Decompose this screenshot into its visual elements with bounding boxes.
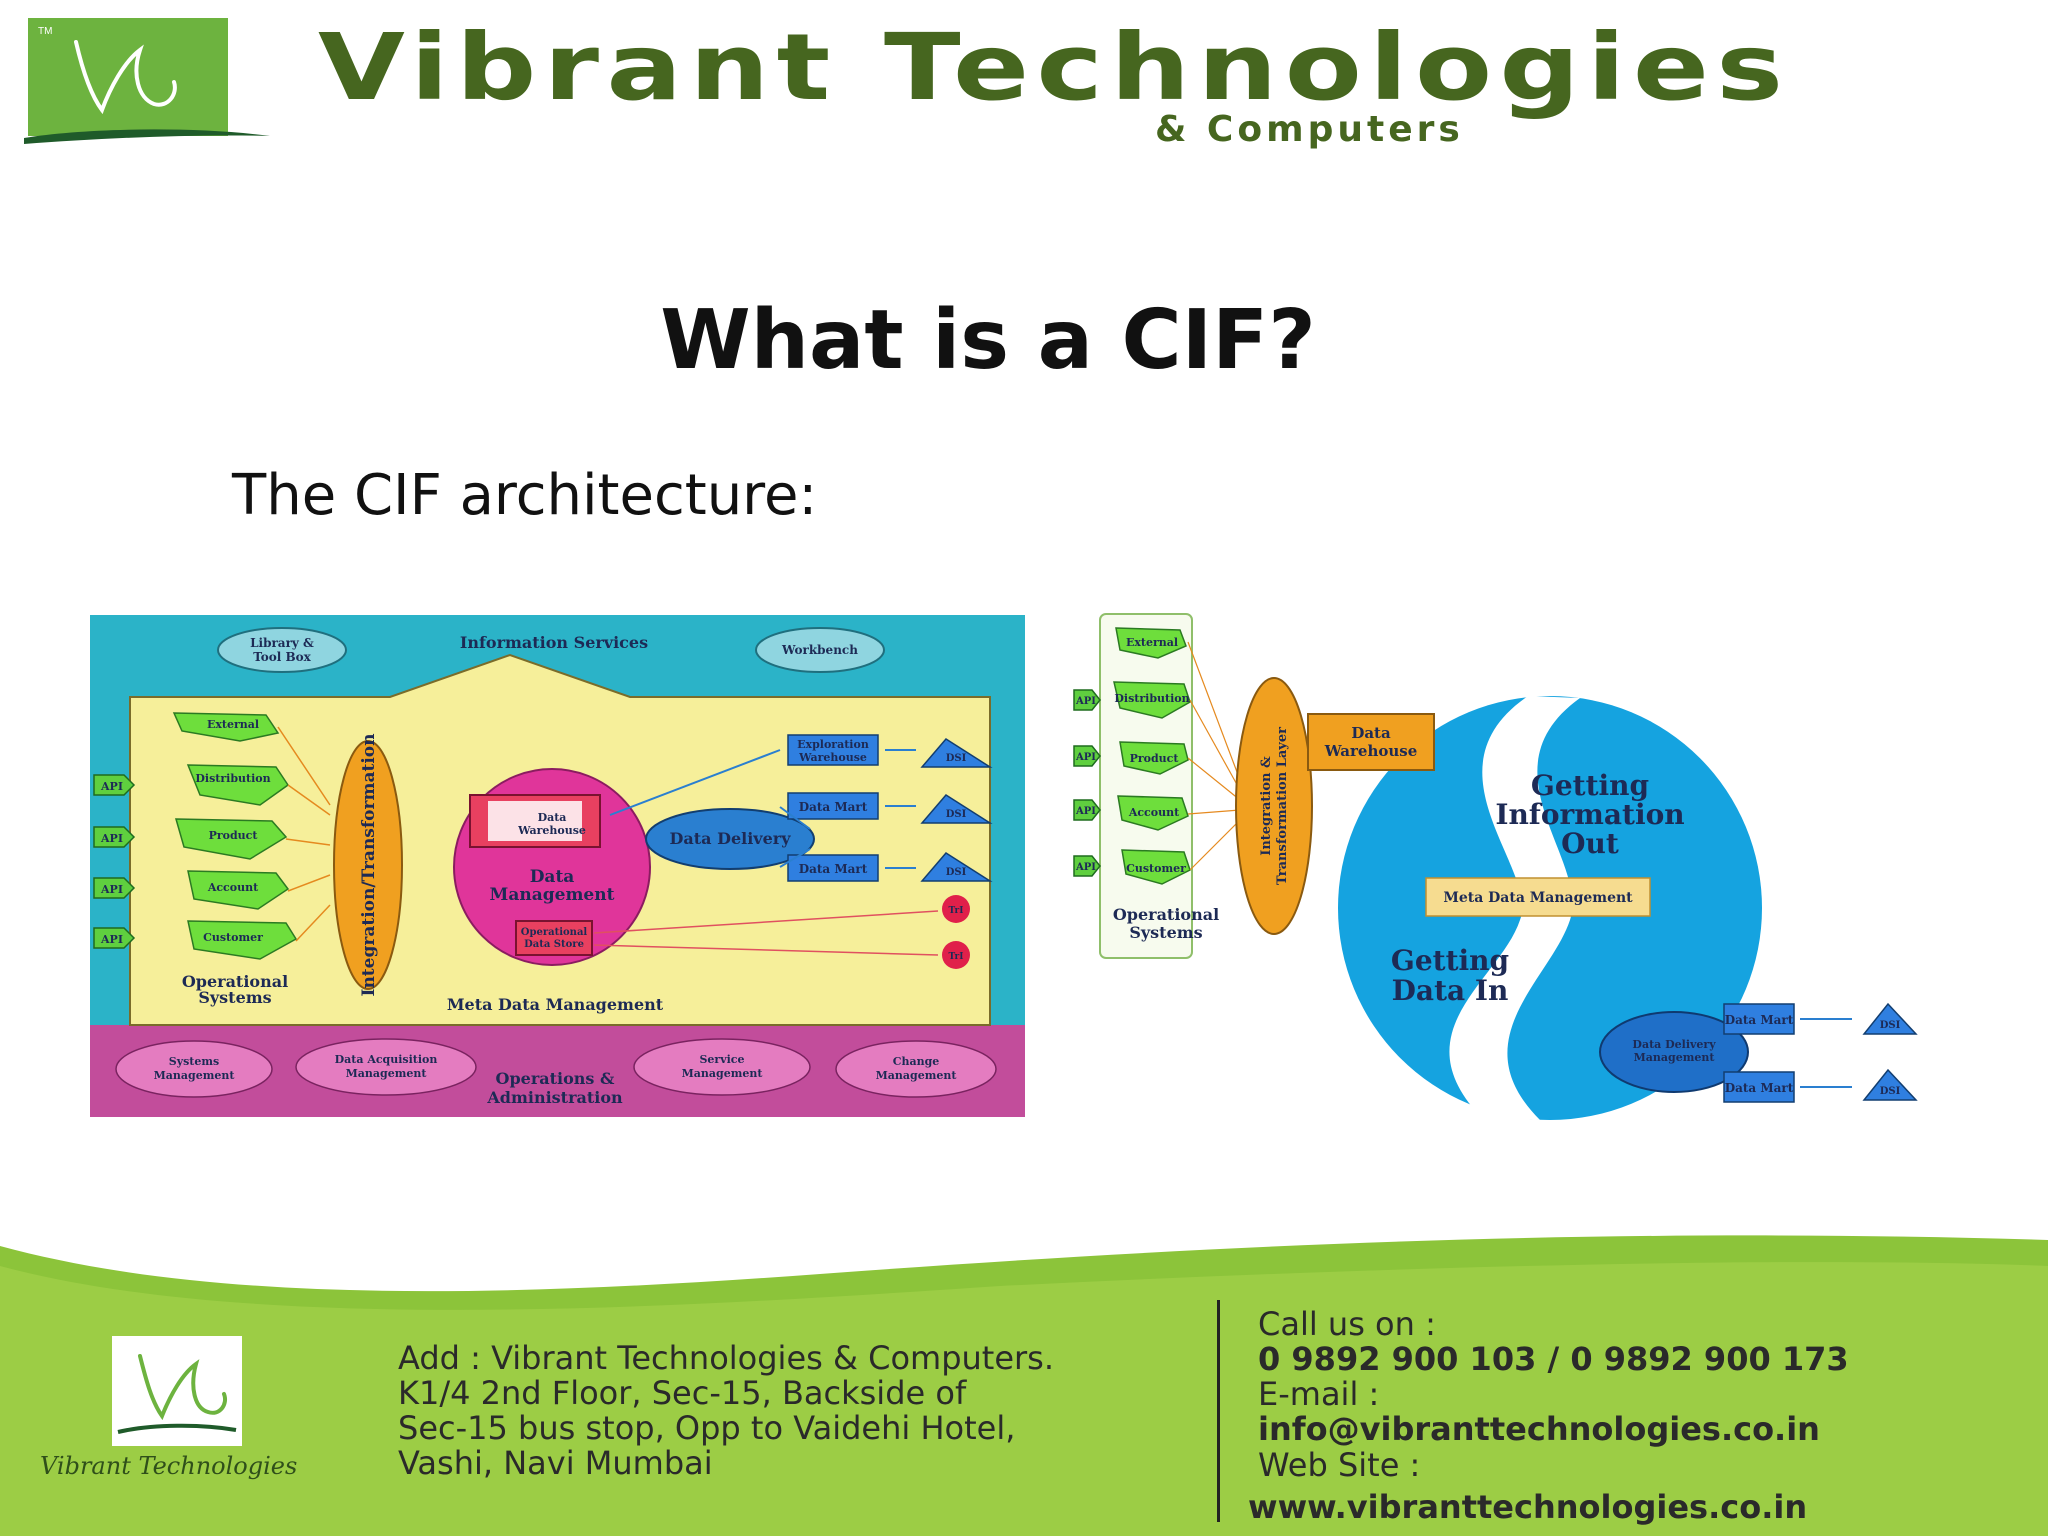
- address-line-3: Sec-15 bus stop, Opp to Vaidehi Hotel,: [398, 1409, 1016, 1447]
- change-management-line1: Change: [893, 1055, 940, 1068]
- logo-swoosh: [24, 129, 270, 144]
- brand-name: Vibrant Technologies: [318, 14, 1791, 121]
- data-mart-label: Data Mart: [1725, 1013, 1794, 1027]
- source-distribution: Distribution: [1114, 692, 1189, 705]
- footer-divider: [1217, 1300, 1220, 1522]
- address-line-1: Add : Vibrant Technologies & Computers.: [398, 1339, 1055, 1377]
- api-tag: API: [100, 832, 123, 845]
- integration-transformation-label: Integration/Transformation: [359, 734, 379, 997]
- dsi-label: DSI: [1880, 1086, 1901, 1097]
- library-toolbox-line1: Library &: [250, 636, 314, 650]
- operational-systems-line1: Operational: [182, 972, 288, 991]
- source-account: Account: [207, 881, 259, 894]
- data-warehouse-line2: Warehouse: [1324, 742, 1418, 760]
- website-link[interactable]: www.vibranttechnologies.co.in: [1248, 1488, 1808, 1526]
- data-delivery-label: Data Delivery: [670, 829, 792, 848]
- dsi-label: DSI: [946, 809, 967, 820]
- data-mart-label: Data Mart: [799, 800, 868, 814]
- systems-management-line2: Management: [154, 1069, 236, 1082]
- api-tag: API: [1075, 806, 1096, 817]
- source-distribution: Distribution: [195, 772, 270, 785]
- dsi-label: DSI: [946, 867, 967, 878]
- source-customer: Customer: [203, 931, 263, 944]
- workbench-label: Workbench: [781, 643, 858, 657]
- api-tag: API: [1075, 862, 1096, 873]
- data-warehouse-line1: Data: [538, 811, 567, 824]
- operational-systems-line2: Systems: [1129, 923, 1202, 942]
- slide-subtitle: The CIF architecture:: [232, 463, 818, 528]
- source-external: External: [1126, 636, 1178, 649]
- service-management-line1: Service: [699, 1053, 744, 1066]
- address-line-2: K1/4 2nd Floor, Sec-15, Backside of: [398, 1374, 967, 1412]
- exploration-warehouse-line2: Warehouse: [798, 751, 867, 764]
- source-product: Product: [1130, 752, 1180, 765]
- ods-line1: Operational: [521, 927, 588, 938]
- dsi-label: DSI: [946, 753, 967, 764]
- call-label: Call us on :: [1258, 1305, 1436, 1343]
- phone-numbers: 0 9892 900 103 / 0 9892 900 173: [1258, 1340, 1849, 1378]
- trademark-mark: TM: [38, 26, 52, 37]
- api-tag: API: [1075, 752, 1096, 763]
- api-tag: API: [100, 883, 123, 896]
- data-management-line2: Management: [490, 885, 615, 905]
- brand-logo: TM: [28, 18, 228, 136]
- operations-administration-line2: Administration: [486, 1088, 623, 1107]
- tx-label: TrI: [949, 952, 964, 962]
- cif-getting-data-diagram: API API API API External Distribution Pr…: [1073, 613, 1918, 1120]
- systems-management-line1: Systems: [169, 1055, 219, 1068]
- meta-data-management-label: Meta Data Management: [1443, 890, 1633, 906]
- meta-data-management-label: Meta Data Management: [447, 995, 664, 1014]
- data-acquisition-line1: Data Acquisition: [335, 1053, 438, 1066]
- footer-wave-background: [0, 1235, 2048, 1536]
- integration-layer-line1: Integration &: [1259, 756, 1274, 856]
- data-mart-label: Data Mart: [799, 862, 868, 876]
- change-management-line2: Management: [876, 1069, 958, 1082]
- getting-data-in-line1: Getting: [1391, 944, 1509, 977]
- information-services-label: Information Services: [460, 633, 648, 652]
- footer-logo: [112, 1336, 242, 1446]
- data-delivery-line1: Data Delivery: [1632, 1038, 1716, 1051]
- ods-line2: Data Store: [524, 939, 584, 950]
- service-management-line2: Management: [682, 1067, 764, 1080]
- api-tag: API: [1075, 696, 1096, 707]
- getting-information-out-line3: Out: [1561, 827, 1619, 860]
- email-link[interactable]: info@vibranttechnologies.co.in: [1258, 1410, 1820, 1448]
- exploration-warehouse-line1: Exploration: [797, 738, 869, 751]
- address-line-4: Vashi, Navi Mumbai: [398, 1444, 713, 1482]
- getting-data-in-line2: Data In: [1392, 974, 1509, 1007]
- operations-administration-line1: Operations &: [496, 1069, 615, 1088]
- email-label: E-mail :: [1258, 1375, 1380, 1413]
- data-warehouse-line1: Data: [1351, 724, 1391, 742]
- data-mart-label: Data Mart: [1725, 1081, 1794, 1095]
- source-account: Account: [1128, 806, 1180, 819]
- source-customer: Customer: [1126, 862, 1186, 875]
- integration-layer-line2: Transformation Layer: [1275, 727, 1290, 885]
- dsi-label: DSI: [1880, 1020, 1901, 1031]
- data-warehouse-line2: Warehouse: [517, 824, 586, 837]
- brand-subtitle: & Computers: [1155, 109, 1464, 150]
- source-external: External: [207, 718, 259, 731]
- cif-architecture-diagram: Library & Tool Box Information Services …: [90, 615, 1025, 1117]
- data-acquisition-line2: Management: [346, 1067, 428, 1080]
- operational-systems-line2: Systems: [198, 988, 271, 1007]
- api-tag: API: [100, 933, 123, 946]
- api-tag: API: [100, 780, 123, 793]
- getting-information-out-line1: Getting: [1531, 769, 1649, 802]
- source-product: Product: [209, 829, 259, 842]
- getting-information-out-line2: Information: [1495, 798, 1684, 831]
- website-label: Web Site :: [1258, 1446, 1421, 1484]
- data-delivery-line2: Management: [1634, 1051, 1716, 1064]
- operational-systems-line1: Operational: [1113, 905, 1219, 924]
- data-management-line1: Data: [530, 867, 575, 887]
- slide-title: What is a CIF?: [660, 293, 1316, 388]
- library-toolbox-line2: Tool Box: [253, 650, 311, 664]
- tx-label: TrI: [949, 906, 964, 916]
- footer-logo-text: Vibrant Technologies: [40, 1452, 298, 1480]
